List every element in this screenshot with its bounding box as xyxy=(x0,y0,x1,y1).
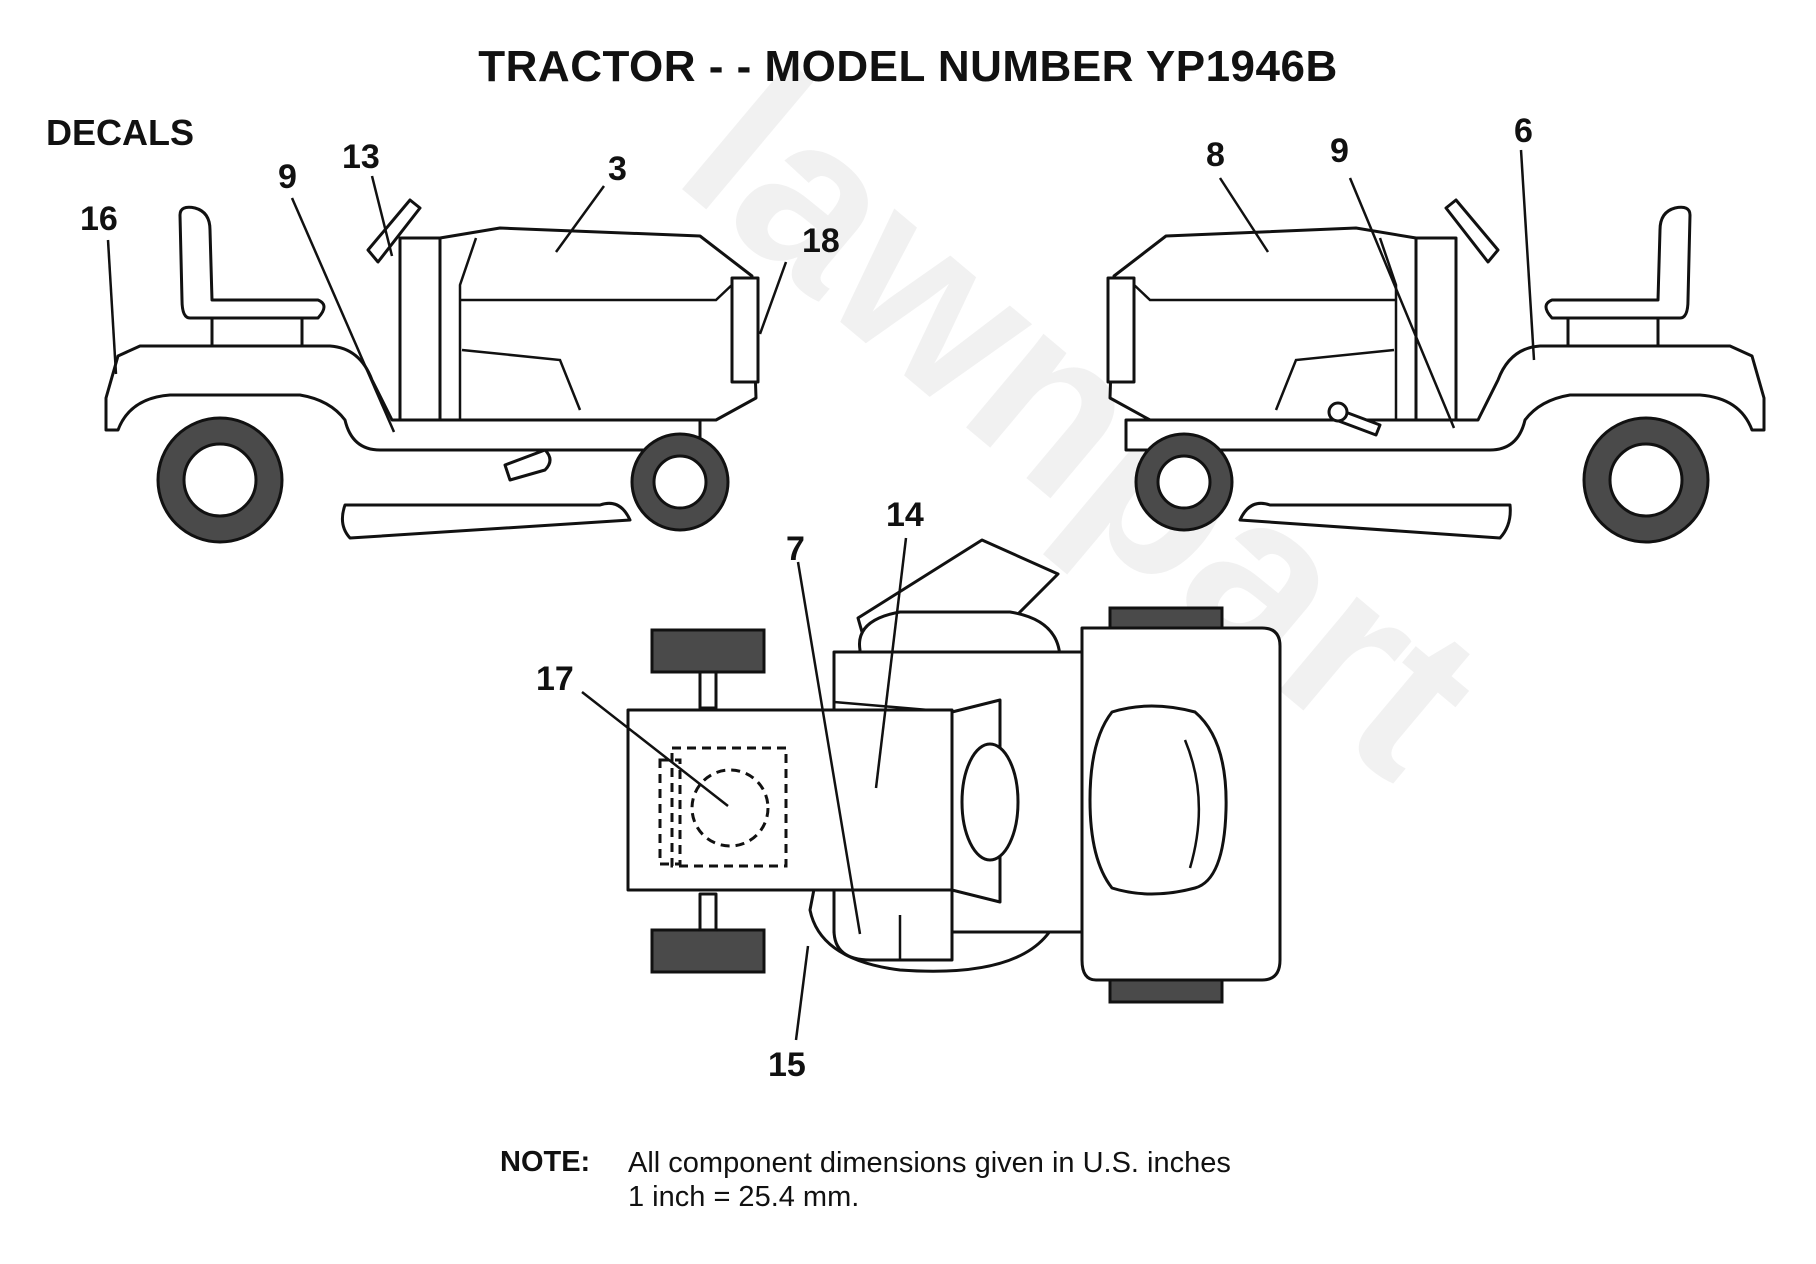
tractor-left-side-view xyxy=(104,198,760,544)
callout-7: 7 xyxy=(786,530,805,568)
callout-17: 17 xyxy=(536,660,574,698)
tractor-top-view xyxy=(626,538,1282,1004)
callout-18: 18 xyxy=(802,222,840,260)
callout-15: 15 xyxy=(768,1046,806,1084)
note-line-2: 1 inch = 25.4 mm. xyxy=(628,1181,860,1213)
note-line-1: All component dimensions given in U.S. i… xyxy=(628,1147,1231,1179)
callout-8: 8 xyxy=(1206,136,1225,174)
section-label: DECALS xyxy=(46,112,195,153)
callout-9-left: 9 xyxy=(278,158,297,196)
callout-14: 14 xyxy=(886,496,924,534)
callout-3: 3 xyxy=(608,150,627,188)
diagram-title: TRACTOR - - MODEL NUMBER YP1946B xyxy=(478,42,1338,91)
callout-16: 16 xyxy=(80,200,118,238)
tractor-right-side-view xyxy=(1106,198,1766,544)
leader-lines xyxy=(106,149,1536,1041)
callout-9-right: 9 xyxy=(1330,132,1349,170)
note-body: All component dimensions given in U.S. i… xyxy=(628,1146,1231,1214)
callout-13: 13 xyxy=(342,138,380,176)
dimensions-note: NOTE: All component dimensions given in U… xyxy=(500,1146,1231,1214)
callout-6: 6 xyxy=(1514,112,1533,150)
note-label: NOTE: xyxy=(500,1146,591,1178)
